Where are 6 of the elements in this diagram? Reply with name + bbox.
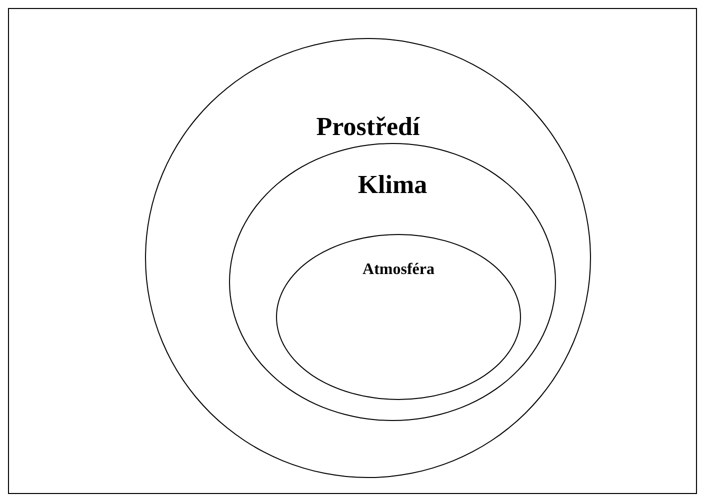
region-label: Prostředí bbox=[316, 112, 420, 142]
ellipse-region bbox=[229, 143, 556, 421]
region-label: Klima bbox=[358, 170, 428, 200]
ellipse-region bbox=[276, 234, 521, 400]
region-label: Atmosféra bbox=[362, 261, 434, 280]
ellipse-region bbox=[145, 38, 591, 478]
